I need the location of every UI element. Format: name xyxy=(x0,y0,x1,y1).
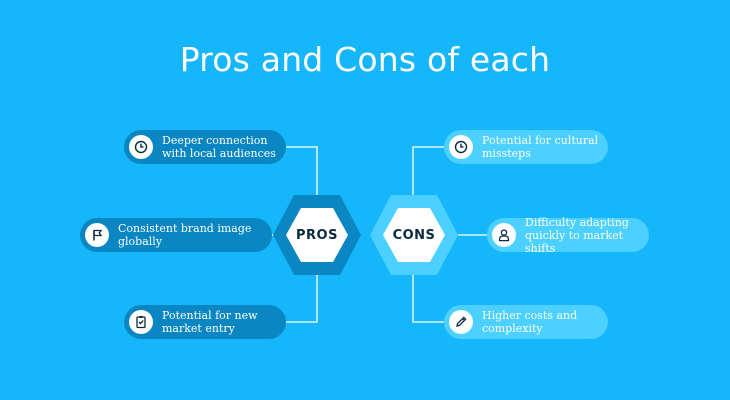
connector-con-3 xyxy=(412,273,444,323)
con-item: Potential for cultural missteps xyxy=(444,130,608,164)
con-item: Higher costs and complexity xyxy=(444,305,608,339)
pro-item-text: Potential for new market entry xyxy=(162,309,258,335)
pro-item-text: Deeper connection with local audiences xyxy=(162,134,276,160)
flag-icon xyxy=(85,223,109,247)
con-item-text: Potential for cultural missteps xyxy=(482,134,599,160)
pro-item: Potential for new market entry xyxy=(124,305,286,339)
pro-item-text: Consistent brand image globally xyxy=(118,222,252,248)
con-item: Difficulty adapting quickly to market sh… xyxy=(487,215,649,255)
pros-hexagon xyxy=(273,195,361,275)
con-item-text: Difficulty adapting quickly to market sh… xyxy=(525,215,629,255)
pro-item: Deeper connection with local audiences xyxy=(124,130,286,164)
connector-pro-1 xyxy=(286,146,318,196)
pencil-icon xyxy=(449,310,473,334)
cons-label: CONS xyxy=(392,228,436,243)
page-title: Pros and Cons of each xyxy=(179,40,551,79)
cons-hexagon xyxy=(370,195,458,275)
connector-con-1 xyxy=(412,146,444,196)
checklist-icon xyxy=(129,310,153,334)
person-icon xyxy=(492,223,516,247)
clock-icon xyxy=(449,135,473,159)
con-item-text: Higher costs and complexity xyxy=(482,309,578,335)
pros-label: PROS xyxy=(296,228,338,243)
connector-pro-3 xyxy=(286,273,318,323)
clock-icon xyxy=(129,135,153,159)
pro-item: Consistent brand image globally xyxy=(80,218,272,252)
